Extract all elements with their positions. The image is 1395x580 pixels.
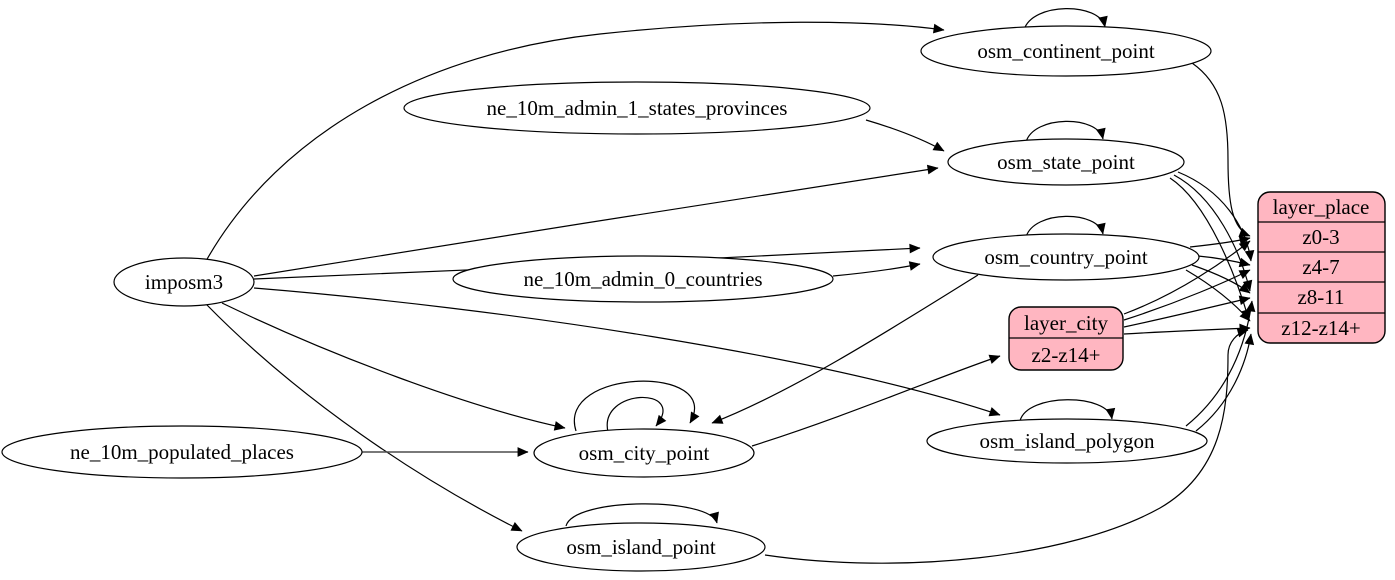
node-layer_city: layer_city z2-z14+ (1008, 306, 1124, 371)
layer_place-header: layer_place (1273, 195, 1370, 219)
selfloop-osm_state_point (1025, 120, 1106, 143)
edge-osm_country_point-layer_place-z8-11 (1191, 264, 1251, 294)
edge-imposm3-osm_continent_point (205, 21, 945, 262)
edge-osm_city_point-layer_city (751, 354, 1001, 447)
edge-ne_10m_admin_1_states_provinces-osm_state_point (865, 119, 945, 152)
node-ne0-shape (452, 255, 834, 303)
edge-imposm3-osm_city_point (221, 302, 566, 431)
edge-osm_island_polygon-layer_place-z12-z14 (1195, 333, 1255, 432)
edge-layer_city-layer_place-z0-3 (1123, 240, 1251, 315)
layer_city-row-z2-z14: z2-z14+ (1032, 343, 1101, 367)
node-ne_10m_populated_places: ne_10m_populated_places (1, 425, 363, 479)
nodes-group: imposm3 ne_10m_admin_1_states_provinces … (1, 25, 1386, 572)
node-ne0-label: ne_10m_admin_0_countries (523, 267, 762, 291)
layer_place-row-z8-11: z8-11 (1297, 285, 1344, 309)
node-islandpoly-shape (926, 418, 1208, 464)
node-osm_country_point: osm_country_point (932, 233, 1200, 281)
node-continent-shape (920, 25, 1212, 77)
node-imposm3: imposm3 (113, 257, 255, 307)
node-city-shape (533, 428, 755, 478)
edge-imposm3-osm_island_polygon (253, 287, 1001, 417)
node-ne1-label: ne_10m_admin_1_states_provinces (487, 96, 788, 120)
layer_place-row-z12-z14: z12-z14+ (1281, 316, 1360, 340)
selfloop-osm_country_point (1025, 215, 1106, 238)
node-state-shape (947, 138, 1185, 186)
node-country-label: osm_country_point (984, 245, 1147, 269)
edge-layer_city-layer_place-z12-z14 (1123, 323, 1251, 335)
node-osm_island_point: osm_island_point (516, 522, 766, 572)
node-city-label: osm_city_point (579, 441, 710, 465)
node-country-shape (932, 233, 1200, 281)
selfloop-osm_city_point-inner (606, 396, 667, 433)
node-imposm3-shape (113, 257, 255, 307)
layer_place-row-z4-7: z4-7 (1302, 255, 1339, 279)
node-ne_10m_admin_0_countries: ne_10m_admin_0_countries (452, 255, 834, 303)
node-nepop-label: ne_10m_populated_places (70, 440, 294, 464)
node-islandpt-label: osm_island_point (566, 535, 716, 559)
node-imposm3-label: imposm3 (145, 270, 223, 294)
node-nepop-shape (1, 425, 363, 479)
node-osm_island_polygon: osm_island_polygon (926, 418, 1208, 464)
layer_city-header: layer_city (1024, 311, 1108, 335)
edge-osm_country_point-osm_city_point (711, 274, 979, 424)
edge-osm_continent_point-layer_place-z0-3 (1191, 62, 1251, 237)
selfloop-osm_city_point-outer (573, 380, 700, 432)
node-ne_10m_admin_1_states_provinces: ne_10m_admin_1_states_provinces (403, 81, 871, 135)
edge-imposm3-osm_state_point (253, 164, 939, 277)
selfloop-osm_continent_point (1023, 8, 1108, 31)
edge-osm_country_point-layer_place-z0-3 (1189, 235, 1251, 248)
node-layer_place-shape (1257, 191, 1386, 344)
edge-layer_city-layer_place-z4-7 (1123, 269, 1251, 321)
edge-imposm3-osm_island_point (205, 303, 523, 532)
node-osm_continent_point: osm_continent_point (920, 25, 1212, 77)
edge-osm_country_point-layer_place-z4-7 (1197, 255, 1251, 268)
edge-layer_city-layer_place-z8-11 (1123, 295, 1251, 328)
selfloop-osm_island_polygon (1019, 399, 1116, 422)
node-islandpoly-label: osm_island_polygon (979, 429, 1155, 453)
node-state-label: osm_state_point (997, 150, 1135, 174)
node-osm_state_point: osm_state_point (947, 138, 1185, 186)
selfloop-osm_island_point (565, 503, 719, 527)
node-layer_place: layer_place z0-3 z4-7 z8-11 z12-z14+ (1257, 191, 1386, 344)
edge-osm_country_point-layer_place-z12-z14 (1185, 269, 1251, 322)
node-osm_city_point: osm_city_point (533, 428, 755, 478)
node-continent-label: osm_continent_point (977, 39, 1154, 63)
node-islandpt-shape (516, 522, 766, 572)
edges-group (205, 8, 1256, 564)
edge-osm_island_polygon-layer_place-z8-11 (1185, 300, 1256, 427)
node-ne1-shape (403, 81, 871, 135)
edge-osm_island_point-layer_place-z12-z14 (764, 328, 1249, 564)
layer_place-row-z0-3: z0-3 (1302, 225, 1339, 249)
edge-ne_10m_admin_0_countries-osm_country_point (832, 261, 921, 277)
